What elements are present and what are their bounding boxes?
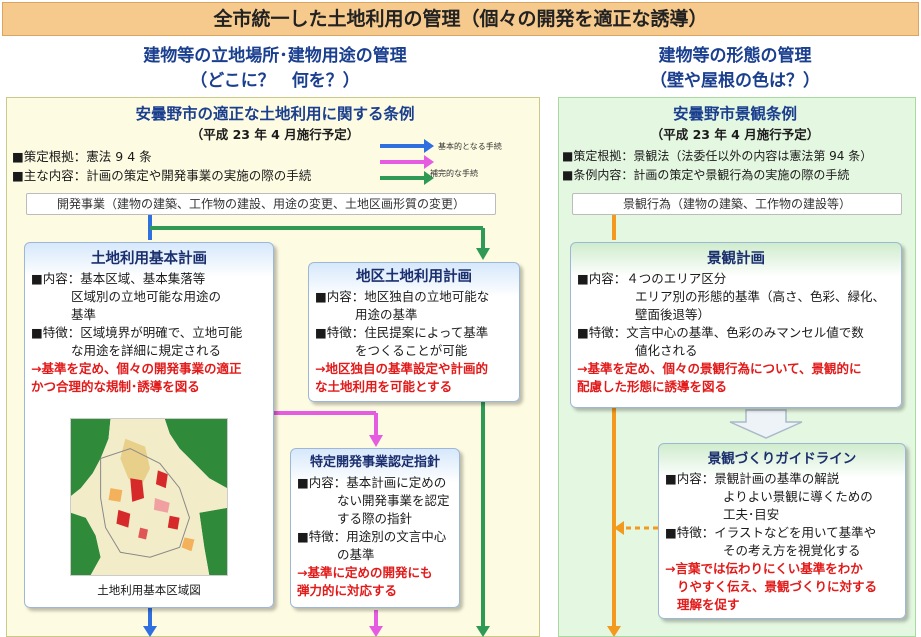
landscape-plan-content-2: エリア別の形態的基準（高さ、色彩、緑化、 — [635, 289, 886, 304]
district-plan-feature-1: ■特徴：住民提案によって基準 — [315, 325, 489, 340]
specific-guideline-feature-1: ■特徴：用途別の文言中心 — [297, 529, 447, 544]
land-use-zone-map — [70, 418, 228, 576]
landscape-plan-result-1: →基準を定め、個々の景観行為について、景観的に — [577, 361, 862, 376]
landscape-guideline-result-1: →言葉では伝わりにくい基準をわか — [665, 561, 863, 576]
district-plan-result-1: →地区独自の基準設定や計画的 — [315, 361, 488, 376]
specific-guideline-feature-2: の基準 — [337, 547, 375, 562]
land-use-ordinance-date: （平成 23 年 4 月施行予定） — [190, 127, 360, 142]
right-heading: 建物等の形態の管理 — [658, 46, 812, 66]
district-plan-card: 地区土地利用計画 ■内容：地区独自の立地可能な 用途の基準 ■特徴：住民提案によ… — [308, 262, 520, 402]
page-title: 全市統一した土地利用の管理（個々の開発を適正な誘導） — [2, 2, 919, 36]
specific-guideline-content-1: ■内容：基本計画に定めの — [297, 475, 447, 490]
legend-supplementary-label: 補完的な手続 — [430, 169, 478, 178]
landscape-guideline-result-2: りやすく伝え、景観づくりに対する — [677, 579, 878, 594]
landscape-content: ■条例内容：計画の策定や景観行為の実施の際の手続 — [562, 168, 850, 182]
left-heading: 建物等の立地場所･建物用途の管理 — [143, 46, 407, 66]
basic-plan-feature-1: ■特徴：区域境界が明確で、立地可能 — [31, 325, 243, 340]
landscape-basis: ■策定根拠：景観法（法委任以外の内容は憲法第 94 条） — [562, 149, 873, 163]
district-plan-title: 地区土地利用計画 — [356, 269, 472, 285]
basic-plan-result-2: かつ合理的な規制･誘導を図る — [31, 379, 200, 394]
map-caption: 土地利用基本区域図 — [97, 583, 201, 597]
specific-guideline-content-3: する際の指針 — [337, 511, 413, 526]
landscape-plan-content-1: ■内容：４つのエリア区分 — [577, 271, 727, 286]
landscape-plan-title: 景観計画 — [707, 251, 765, 267]
specific-guideline-content-2: ない開発事業を認定 — [337, 493, 450, 508]
landscape-ordinance-title: 安曇野市景観条例 — [672, 105, 797, 123]
basic-plan-feature-2: な用途を詳細に規定される — [71, 343, 222, 358]
landscape-plan-content-3: 壁面後退等） — [635, 307, 711, 322]
basic-plan-title: 土地利用基本計画 — [91, 251, 207, 267]
land-use-basis: ■策定根拠：憲法 9 4 条 — [12, 149, 152, 164]
landscape-plan-feature-1: ■特徴：文言中心の基準、色彩のみマンセル値で数 — [577, 325, 864, 340]
landscape-guideline-content-2: よりよい景観に導くための — [723, 489, 873, 504]
landscape-guideline-feature-1: ■特徴：イラストなどを用いて基準や — [665, 525, 877, 540]
development-project-box: 開発事業（建物の建築、工作物の建設、用途の変更、土地区画形質の変更） — [26, 193, 496, 215]
legend-arrows — [380, 139, 434, 185]
district-plan-content-2: 用途の基準 — [355, 307, 418, 322]
land-use-ordinance-title: 安曇野市の適正な土地利用に関する条例 — [135, 105, 415, 123]
right-subheading: （壁や屋根の色は？） — [650, 71, 820, 91]
district-plan-content-1: ■内容：地区独自の立地可能な — [315, 289, 490, 304]
basic-plan-content-2: 区域別の立地可能な用途の — [71, 289, 222, 304]
district-plan-feature-2: をつくることが可能 — [355, 343, 468, 358]
district-plan-result-2: な土地利用を可能とする — [315, 379, 453, 394]
landscape-guideline-result-3: 理解を促す — [677, 597, 740, 612]
landscape-guideline-title: 景観づくりガイドライン — [707, 451, 857, 467]
basic-plan-content-1: ■内容：基本区域、基本集落等 — [31, 271, 206, 286]
specific-guideline-result-1: →基準に定めの開発にも — [297, 565, 433, 580]
landscape-plan-card: 景観計画 ■内容：４つのエリア区分 エリア別の形態的基準（高さ、色彩、緑化、 壁… — [570, 242, 902, 408]
landscape-guideline-content-1: ■内容：景観計画の基準の解説 — [665, 471, 840, 486]
specific-guideline-result-2: 弾力的に対応する — [297, 583, 398, 598]
landscape-guideline-card: 景観づくりガイドライン ■内容：景観計画の基準の解説 よりよい景観に導くための … — [658, 443, 906, 619]
basic-plan-result-1: →基準を定め、個々の開発事業の適正 — [31, 361, 242, 376]
legend-basic-label: 基本的となる手続 — [438, 142, 502, 151]
specific-development-guideline-card: 特定開発事業認定指針 ■内容：基本計画に定めの ない開発事業を認定 する際の指針… — [290, 448, 460, 608]
landscape-ordinance-date: （平成 23 年 4 月施行予定） — [650, 127, 820, 142]
landscape-guideline-content-3: 工夫･目安 — [723, 507, 780, 522]
landscape-action-box: 景観行為（建物の建築、工作物の建設等） — [572, 193, 902, 215]
land-use-content: ■主な内容：計画の策定や開発事業の実施の際の手続 — [12, 168, 312, 183]
basic-plan-content-3: 基準 — [71, 307, 97, 322]
landscape-guideline-feature-2: その考え方を視覚化する — [723, 543, 861, 558]
landscape-plan-result-2: 配慮した形態に誘導を図る — [577, 379, 728, 394]
landscape-plan-feature-2: 値化される — [635, 343, 698, 358]
specific-guideline-title: 特定開発事業認定指針 — [309, 455, 440, 470]
left-subheading: （どこに？ 何を？） — [190, 71, 360, 91]
